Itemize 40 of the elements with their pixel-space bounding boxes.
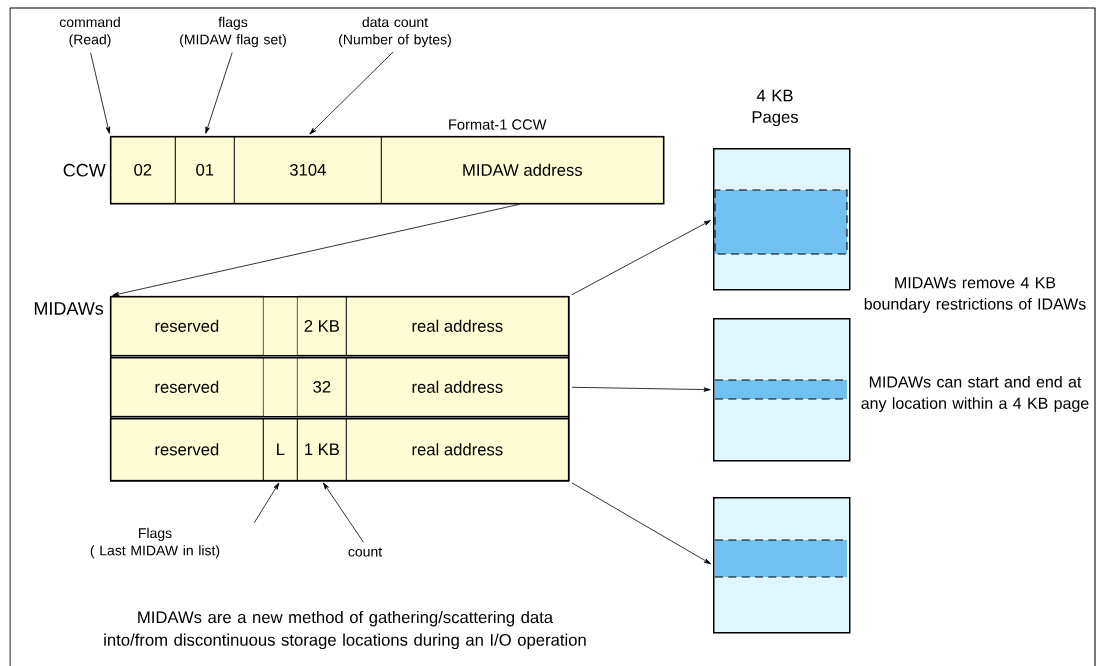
memory-page bbox=[713, 318, 851, 462]
column-heading: 4 KB Pages bbox=[752, 89, 799, 127]
node-label: Format-1 CCW bbox=[449, 119, 547, 130]
arrow bbox=[90, 52, 111, 134]
arrow bbox=[323, 482, 364, 543]
memory-page bbox=[713, 148, 851, 291]
field-cell: reserved bbox=[110, 418, 264, 481]
field-cell: 32 bbox=[297, 357, 347, 417]
arrow bbox=[309, 51, 394, 135]
note-text: MIDAWs remove 4 KB boundary restrictions of IDAWs bbox=[864, 277, 1086, 313]
field-cell: L bbox=[263, 418, 298, 481]
arrow bbox=[571, 482, 711, 565]
field-cell: 01 bbox=[175, 136, 235, 204]
field-cell: 2 KB bbox=[297, 296, 347, 356]
node-label: MIDAWs bbox=[34, 302, 104, 315]
callout-text: count bbox=[348, 547, 382, 557]
field-cell: MIDAW address bbox=[381, 136, 664, 204]
midaw-row bbox=[110, 296, 570, 357]
arrow bbox=[253, 482, 280, 523]
arrow bbox=[571, 220, 711, 296]
field-cell: 02 bbox=[110, 136, 176, 204]
arrow bbox=[205, 52, 233, 134]
field-cell: reserved bbox=[110, 296, 264, 356]
callout-text: data count (Number of bytes) bbox=[339, 16, 451, 48]
node-label: CCW bbox=[63, 163, 106, 177]
field-cell: real address bbox=[346, 418, 569, 481]
caption-text: MIDAWs are a new method of gathering/scattering data into/from discontinuous storage locations during an I/O operation bbox=[104, 610, 586, 650]
field-cell: reserved bbox=[110, 357, 264, 417]
arrow bbox=[112, 203, 521, 297]
midaw-row bbox=[110, 357, 570, 418]
callout-text: flags (MIDAW flag set) bbox=[180, 16, 286, 48]
midaw-row bbox=[110, 418, 570, 482]
callout-text: command (Read) bbox=[59, 16, 120, 48]
field-cell: real address bbox=[346, 296, 569, 356]
arrow bbox=[571, 386, 711, 392]
callout-text: Flags ( Last MIDAW in list) bbox=[90, 527, 220, 559]
field-cell: 1 KB bbox=[297, 418, 347, 481]
memory-page bbox=[713, 497, 851, 634]
field-cell: real address bbox=[346, 357, 569, 417]
field-cell: 3104 bbox=[234, 136, 382, 204]
